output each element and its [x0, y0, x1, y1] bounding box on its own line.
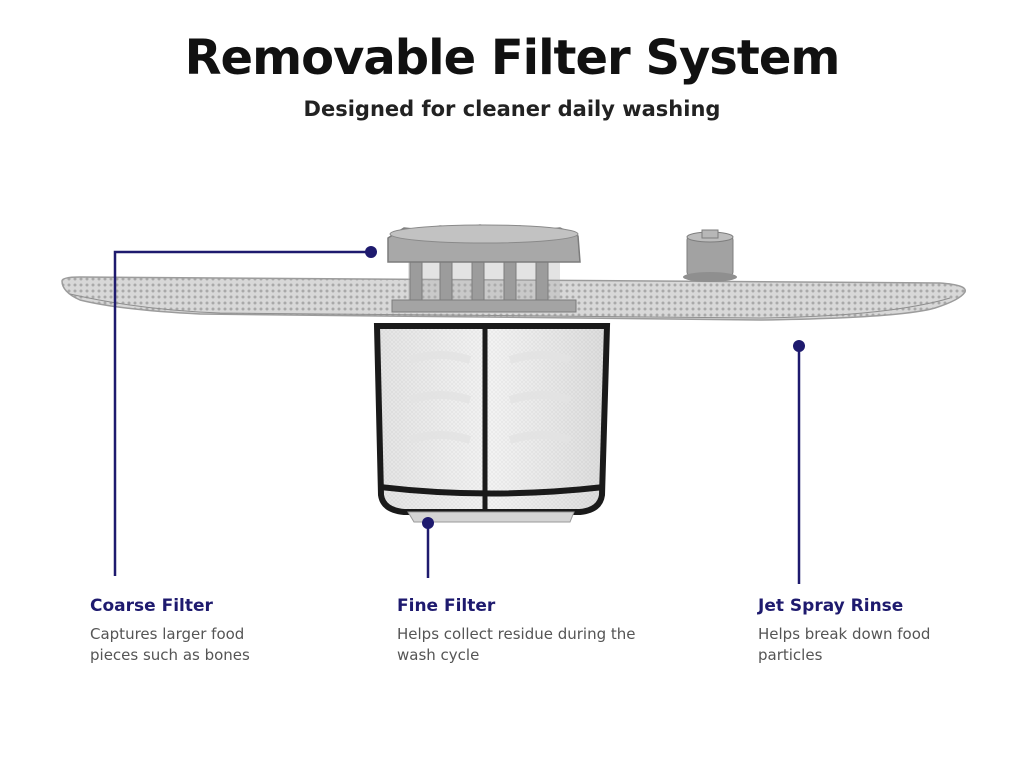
page-subtitle: Designed for cleaner daily washing	[303, 97, 721, 121]
fine-filter-dot	[422, 517, 434, 529]
callout-description: Helps break down food particles	[758, 625, 931, 664]
coarse-filter-dot	[365, 246, 377, 258]
callout-fine-filter: Fine Filter Helps collect residue during…	[397, 596, 677, 666]
callout-jet-spray-rinse: Jet Spray Rinse Helps break down food pa…	[758, 596, 1024, 666]
fine-filter-cup-icon	[373, 323, 611, 523]
jet-spray-dot	[793, 340, 805, 352]
callout-label: Coarse Filter	[90, 596, 213, 616]
jet-spray-nozzle-icon	[683, 229, 737, 282]
callout-label: Fine Filter	[397, 596, 496, 616]
coarse-filter-leader	[113, 250, 370, 576]
page-title: Removable Filter System	[184, 30, 841, 86]
callout-coarse-filter: Coarse Filter Captures larger food piece…	[90, 596, 370, 666]
callout-label: Jet Spray Rinse	[758, 596, 904, 616]
callout-description: Helps collect residue during the wash cy…	[397, 625, 636, 664]
callout-description: Captures larger food pieces such as bone…	[90, 625, 250, 664]
coarse-filter-crown-icon	[387, 224, 581, 313]
